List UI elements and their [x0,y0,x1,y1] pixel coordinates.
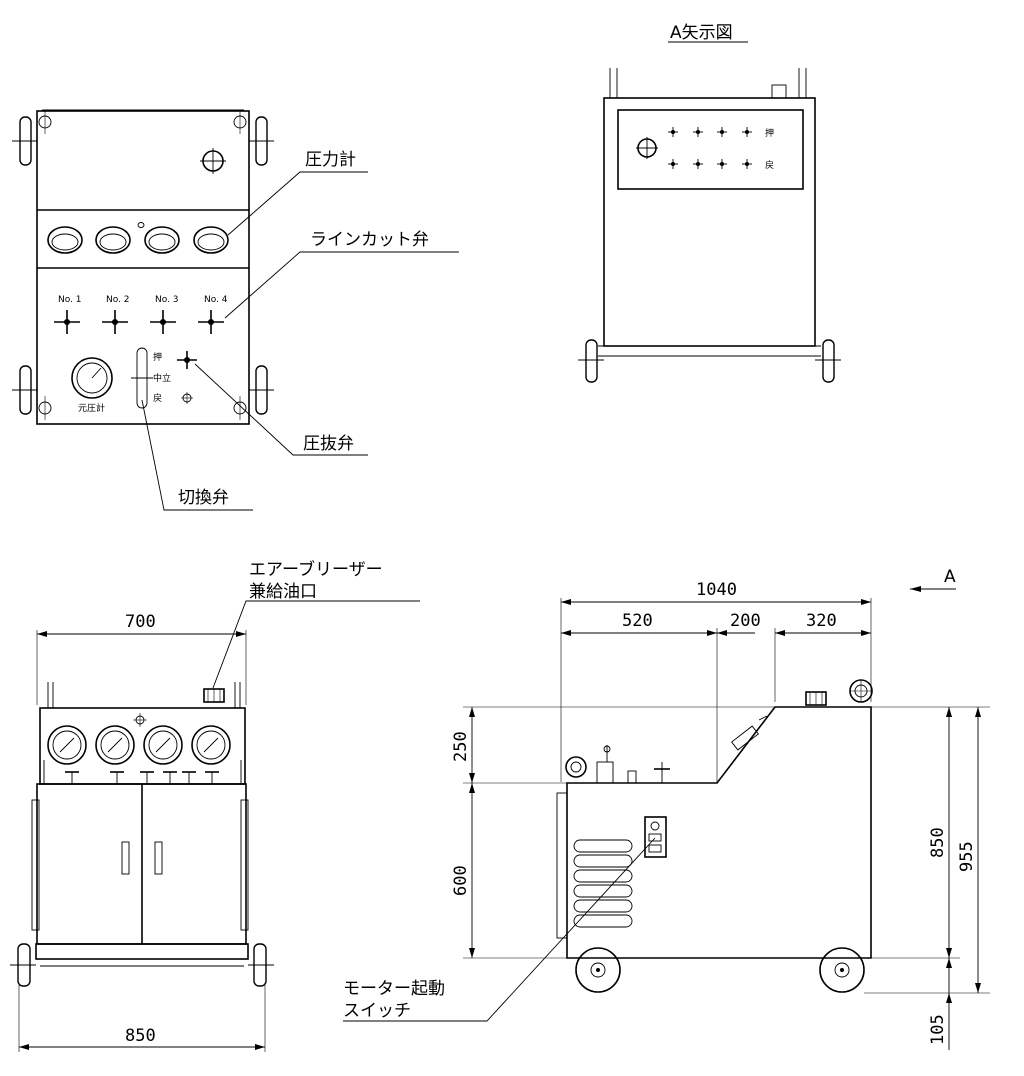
label-pressure-relief-valve: 圧抜弁 [303,434,354,454]
dim-side-seg3: 320 [806,611,837,631]
line-cut-valve-handles [54,310,224,334]
dim-side-length: 1040 [696,580,737,600]
front-pressure-gauges [47,725,231,765]
switch-neutral-label: 中立 [153,372,171,384]
front-cross-mark-icon [133,713,147,727]
arrow-view-title: A矢示図 [670,23,733,43]
valve-label-1: No. 1 [58,295,82,305]
panel-gauge-icon [636,137,658,159]
label-motor-switch-2: スイッチ [343,1001,411,1021]
valve-label-4: No. 4 [204,295,228,305]
plug-icon [181,392,193,404]
switching-valve-icon [131,347,153,409]
panel-valve-icons [668,127,752,169]
source-gauge-label: 元圧計 [78,402,105,414]
label-air-breather-1: エアーブリーザー [249,559,383,580]
dim-side-upper-height: 250 [451,731,471,762]
source-gauge-icon [71,357,113,399]
dim-side-lower-height: 600 [451,865,471,896]
front-valve-handles [65,771,219,784]
label-air-breather-2: 兼給油口 [249,582,317,602]
top-view-wheels [12,110,274,420]
switch-return-label: 戻 [153,392,162,404]
dim-side-total-height: 955 [957,841,977,872]
label-switching-valve: 切換弁 [178,488,229,508]
top-view: No. 1 No. 2 No. 3 No. 4 元圧計 押 中立 戻 [12,109,459,511]
side-breather-cap-icon [805,691,827,706]
dim-side-seg1: 520 [622,611,653,631]
panel-return-label: 戻 [765,159,774,171]
side-vent-louvres [573,839,633,928]
motor-switch-box-icon [644,816,667,858]
air-breather-cap-icon [203,688,225,703]
dim-side-seg2: 200 [730,611,761,631]
dim-front-wheel-span: 850 [125,1026,156,1046]
side-view: A 1040 520 200 320 [343,567,990,1050]
dim-front-width: 700 [125,612,156,632]
side-lifting-eye-icon [849,679,873,703]
side-top-fittings [565,745,670,784]
panel-push-label: 押 [765,127,774,139]
label-pressure-gauge: 圧力計 [305,150,356,170]
pressure-relief-valve-icon [177,351,197,369]
front-view: エアーブリーザー 兼給油口 700 [10,559,420,1052]
label-line-cut-valve: ラインカット弁 [310,230,429,250]
pressure-gauges-top [47,222,229,254]
filler-cap-icon [200,148,226,174]
dim-side-body-height: 850 [928,827,948,858]
valve-label-3: No. 3 [155,295,179,305]
front-lugs [43,682,242,784]
front-view-wheels [10,943,274,987]
arrow-view-a: A矢示図 押 戻 [578,23,841,383]
dim-side-wheel-height: 105 [928,1014,948,1045]
label-motor-switch-1: モーター起動 [343,979,445,999]
side-slope-valve-icon [731,715,768,751]
switch-push-label: 押 [153,351,162,363]
valve-label-2: No. 2 [106,295,130,305]
side-wheels [575,947,865,993]
arrow-marker: A [944,567,956,587]
